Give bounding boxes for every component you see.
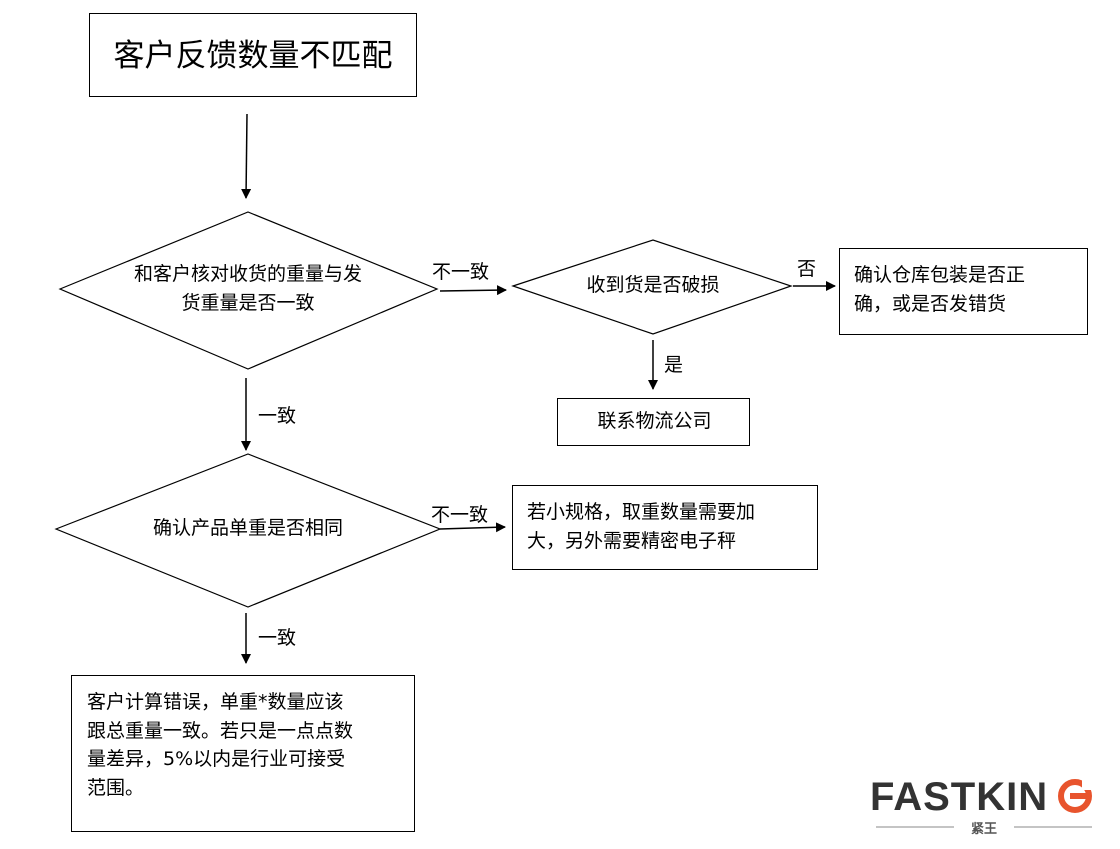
svg-text:紧王: 紧王: [971, 822, 997, 837]
customer-error-line3: 量差异，5%以内是行业可接受: [87, 748, 346, 770]
label-no: 否: [797, 258, 817, 280]
check-warehouse-line2: 确，或是否发错货: [854, 293, 1007, 316]
label-consistent-2: 一致: [258, 627, 297, 649]
decision1-line1: 和客户核对收货的重量与发: [133, 263, 362, 285]
label-consistent-1: 一致: [258, 405, 297, 427]
decision3-label: 确认产品单重是否相同: [152, 517, 343, 539]
decision1-text: 和客户核对收货的重量与发 货重量是否一致: [100, 260, 396, 319]
check-warehouse-text: 确认仓库包装是否正 确，或是否发错货: [854, 261, 1025, 320]
scale-line1: 若小规格，取重数量需要加: [527, 501, 756, 523]
label-yes: 是: [664, 354, 684, 376]
label-inconsistent-2: 不一致: [431, 504, 489, 526]
scale-text: 若小规格，取重数量需要加 大，另外需要精密电子秤: [527, 498, 755, 557]
decision2-label: 收到货是否破损: [586, 274, 720, 296]
arrow-decision1-to-decision2: [439, 285, 507, 296]
logistics-label: 联系物流公司: [597, 410, 712, 432]
logistics-box: 联系物流公司: [557, 398, 750, 446]
check-warehouse-line1: 确认仓库包装是否正: [854, 264, 1026, 286]
customer-error-line1: 客户计算错误，单重*数量应该: [87, 691, 344, 713]
scale-box: 若小规格，取重数量需要加 大，另外需要精密电子秤: [512, 485, 818, 570]
fastking-logo-graphic: FASTKIN 紧王: [870, 775, 1092, 837]
start-label: 客户反馈数量不匹配: [113, 38, 393, 74]
scale-line2: 大，另外需要精密电子秤: [527, 530, 737, 553]
svg-text:FASTKIN: FASTKIN: [870, 775, 1048, 819]
decision2-diamond: [511, 239, 793, 335]
arrow-start-to-decision1: [241, 113, 252, 199]
fastking-logo: FASTKIN 紧王: [864, 768, 1104, 840]
decision2-text: 收到货是否破损: [553, 271, 753, 300]
customer-error-line2: 跟总重量一致。若只是一点点数: [87, 719, 354, 742]
decision1-diamond: [58, 211, 439, 370]
decision3-text: 确认产品单重是否相同: [98, 514, 398, 543]
decision3-diamond: [54, 453, 442, 608]
decision1-line2: 货重量是否一致: [181, 292, 315, 315]
start-box: 客户反馈数量不匹配: [89, 13, 417, 97]
check-warehouse-box: 确认仓库包装是否正 确，或是否发错货: [839, 248, 1088, 335]
customer-error-box: 客户计算错误，单重*数量应该 跟总重量一致。若只是一点点数 量差异，5%以内是行…: [71, 675, 415, 832]
logo-g-icon: [1058, 776, 1092, 813]
customer-error-text: 客户计算错误，单重*数量应该 跟总重量一致。若只是一点点数 量差异，5%以内是行…: [87, 688, 353, 802]
arrow-decision3-to-scale: [439, 522, 506, 533]
label-inconsistent-1: 不一致: [432, 261, 490, 283]
customer-error-line4: 范围。: [87, 776, 145, 799]
